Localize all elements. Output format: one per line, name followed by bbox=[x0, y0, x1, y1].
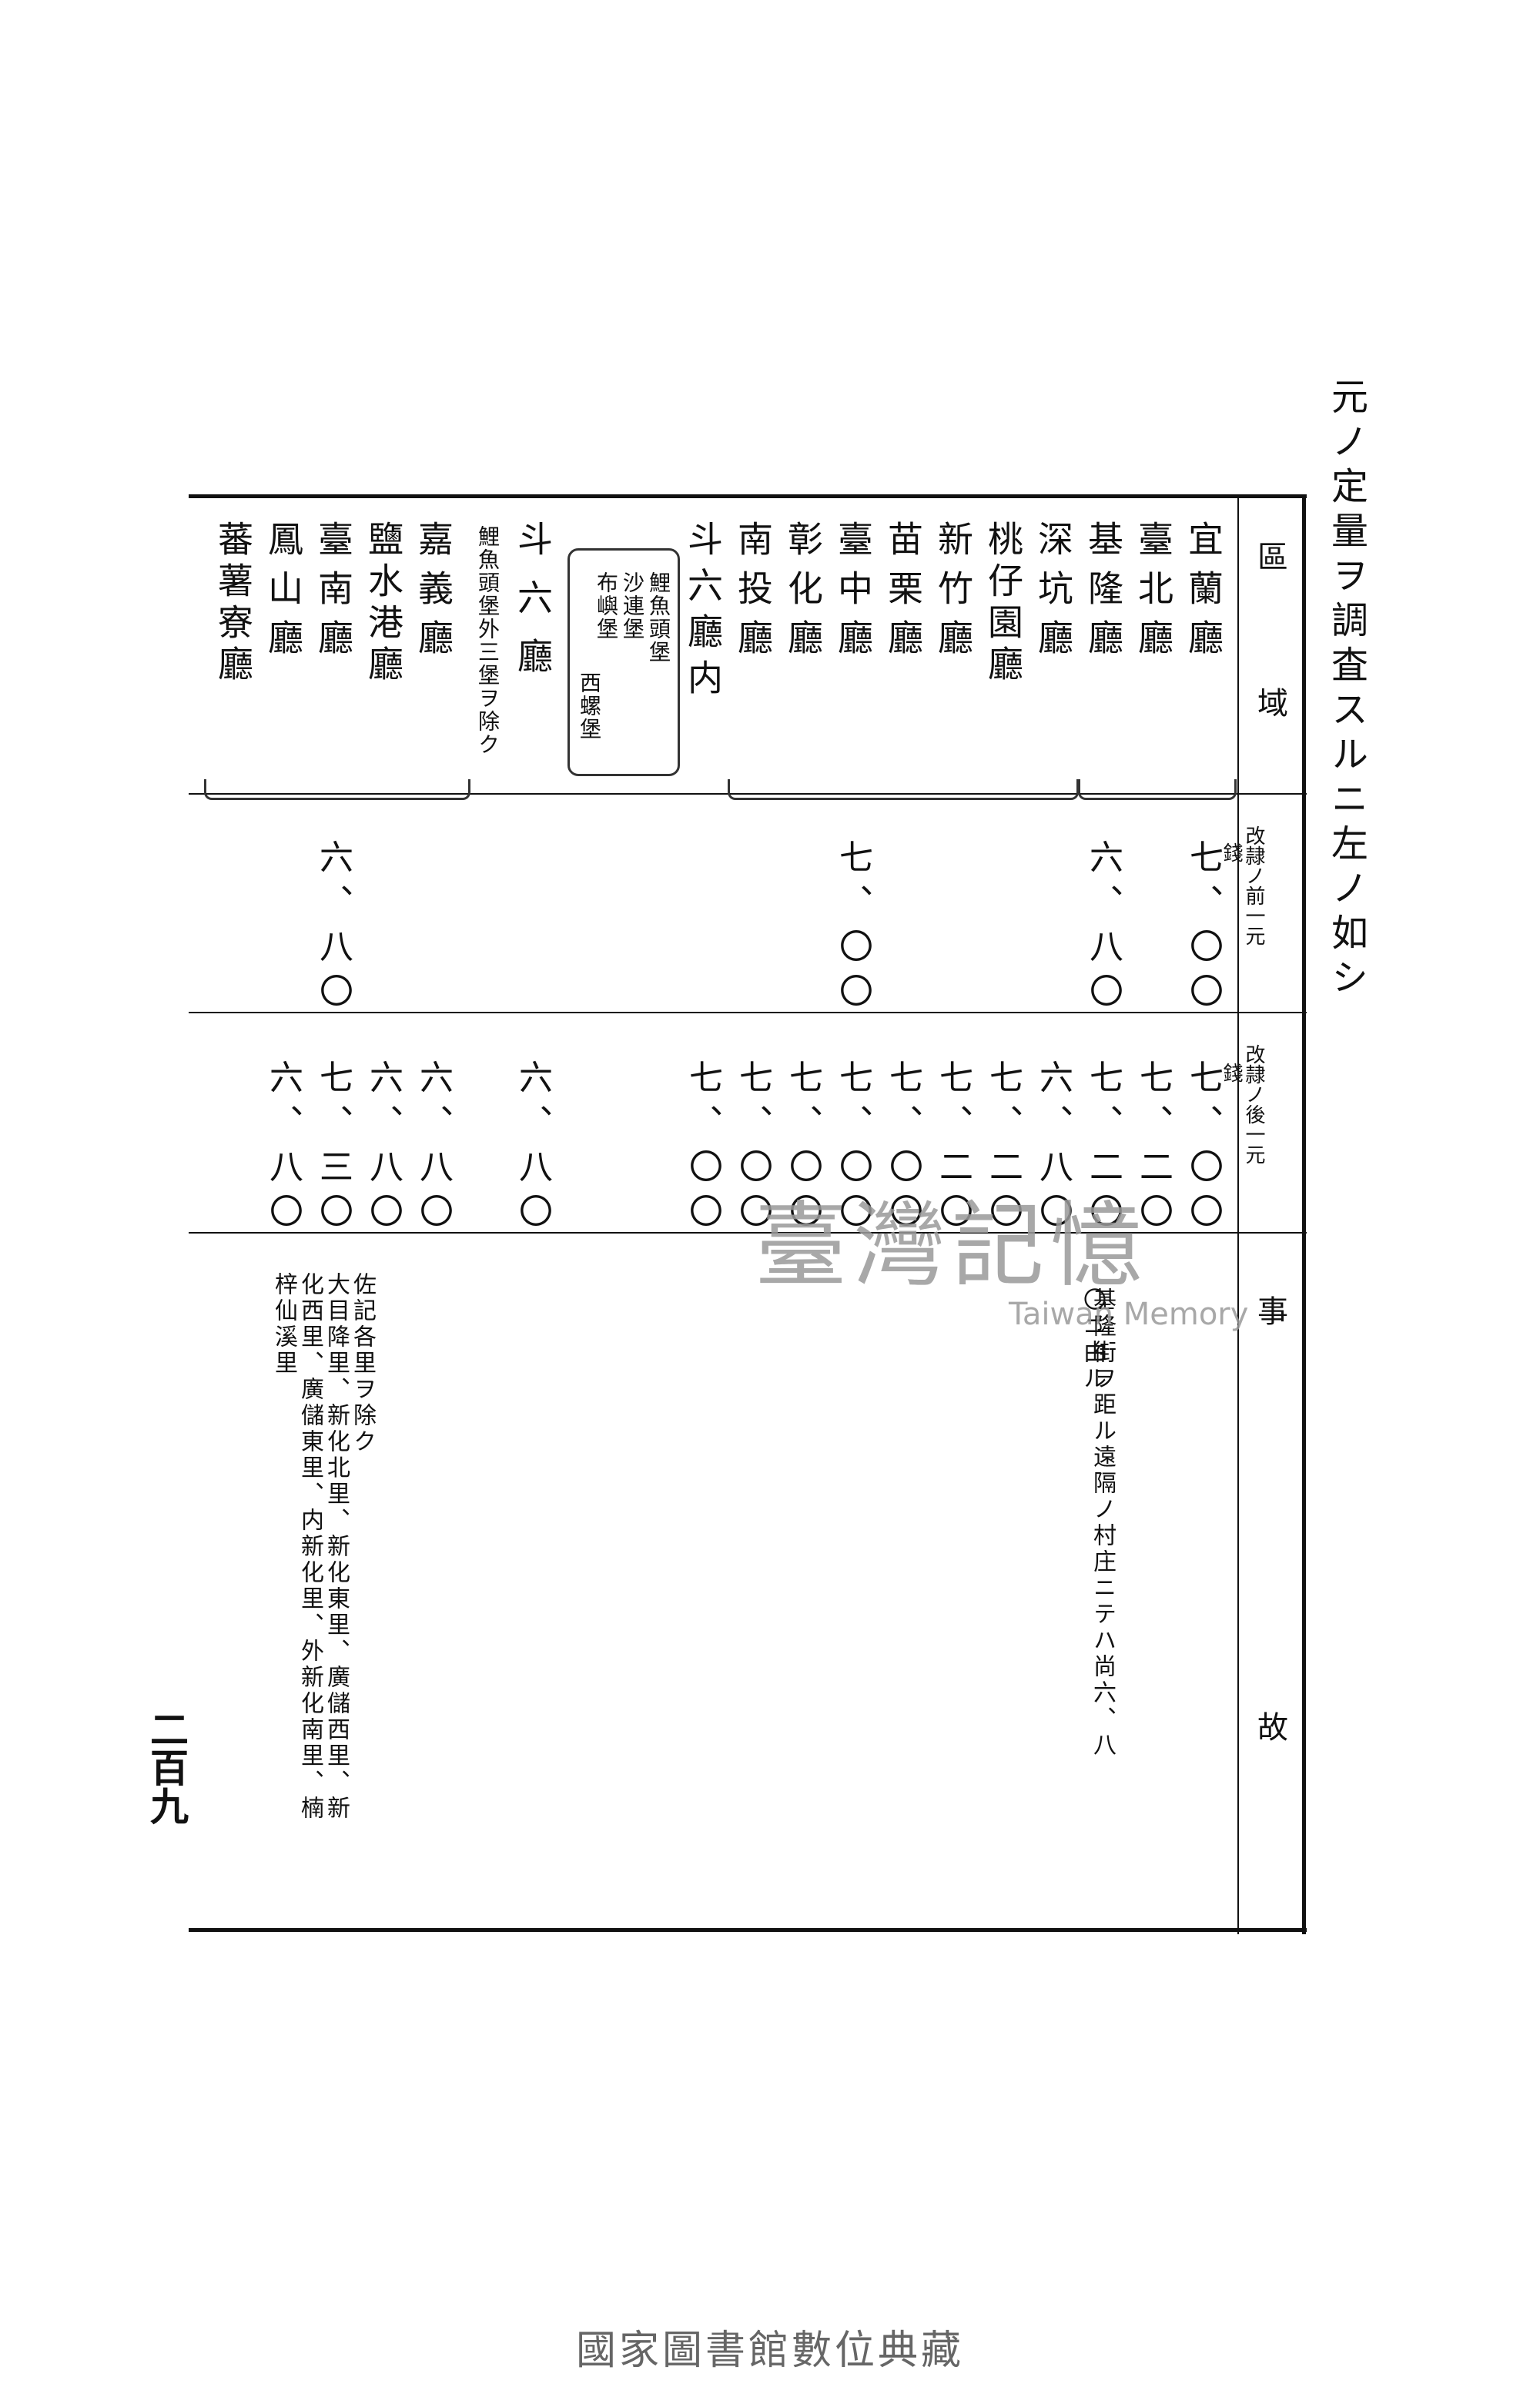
header-reason-text: 事故 bbox=[1252, 1295, 1287, 2127]
tainan-note-line3: 化西里、廣儲東里、内新化里、外新化南里、楠 bbox=[296, 1272, 323, 1822]
value-after: 六、八〇 bbox=[1033, 1060, 1073, 1238]
watermark: 臺灣記憶 Taiwan Memory bbox=[755, 1170, 1248, 1332]
region-name: 斗六廳内 bbox=[682, 521, 724, 705]
running-head: 元ノ定量ヲ調査スルニ左ノ如シ bbox=[1324, 377, 1368, 1003]
header-region: 區域 bbox=[1239, 494, 1302, 833]
table-bottom-rule bbox=[189, 1928, 1307, 1932]
value-after: 七、二〇 bbox=[933, 1060, 973, 1238]
header-before-text: 改隷ノ前一元 bbox=[1242, 825, 1265, 946]
value-after: 六、八〇 bbox=[413, 1060, 453, 1238]
region-name: 深坑廳 bbox=[1033, 521, 1074, 668]
region-name: 南投廳 bbox=[732, 521, 774, 668]
region-name: 斗六廳 bbox=[512, 521, 554, 696]
region-name: 彰化廳 bbox=[782, 521, 824, 668]
value-after: 七、〇〇 bbox=[783, 1060, 822, 1238]
value-after: 七、三〇 bbox=[313, 1060, 353, 1238]
keelung-note-line1: 基隆街ヲ距ル遠隔ノ村庄ニテハ尚六、八 bbox=[1089, 1287, 1116, 1759]
header-reason: 事故 bbox=[1239, 1234, 1302, 2127]
value-before: 六、八〇 bbox=[1083, 839, 1123, 1018]
header-column-rule bbox=[1237, 494, 1239, 1934]
value-after: 六、八〇 bbox=[363, 1060, 403, 1238]
tainan-note-line1: 佐記各里ヲ除ク bbox=[349, 1272, 376, 1455]
value-after: 七、〇〇 bbox=[733, 1060, 772, 1238]
value-after: 七、〇〇 bbox=[883, 1060, 922, 1238]
value-after: 七、〇〇 bbox=[1183, 1060, 1223, 1238]
value-before: 七、〇〇 bbox=[833, 839, 872, 1018]
tainan-note-line2: 大目降里、新化北里、新化東里、廣儲西里、新 bbox=[323, 1272, 350, 1822]
brace-south bbox=[204, 779, 470, 800]
bracket-four-bao bbox=[567, 548, 680, 776]
header-region-text: 區域 bbox=[1252, 541, 1287, 833]
region-name: 臺北廳 bbox=[1133, 521, 1174, 668]
region-name: 嘉義廳 bbox=[413, 521, 454, 668]
header-after: 改隷ノ後一元 bbox=[1239, 1013, 1302, 1232]
keelung-note-line2: 〇ニ由ル bbox=[1079, 1287, 1106, 1392]
subregion-xiluo: 西螺堡 bbox=[577, 671, 602, 741]
region-name: 蕃薯寮廳 bbox=[213, 521, 254, 687]
value-after: 七、〇〇 bbox=[833, 1060, 872, 1238]
brace-central bbox=[728, 779, 1079, 800]
before-unit-note: 錢 bbox=[1220, 842, 1243, 862]
region-name: 苗栗廳 bbox=[882, 521, 924, 668]
region-name: 桃仔園廳 bbox=[983, 521, 1024, 687]
value-before: 六、八〇 bbox=[313, 839, 353, 1018]
header-after-text: 改隷ノ後一元 bbox=[1242, 1044, 1265, 1164]
region-name: 臺中廳 bbox=[832, 521, 874, 668]
watermark-english: Taiwan Memory bbox=[1009, 1297, 1249, 1332]
after-unit-note: 錢 bbox=[1220, 1063, 1243, 1083]
value-after: 七、二〇 bbox=[1083, 1060, 1123, 1238]
subregion-liyutou: 鯉魚頭堡 bbox=[646, 571, 671, 664]
subregion-shalian: 沙連堡 bbox=[620, 571, 645, 641]
table-right-rule bbox=[1302, 494, 1306, 1934]
region-name: 新竹廳 bbox=[932, 521, 974, 668]
rule-after-region bbox=[189, 793, 1307, 795]
value-after: 六、八〇 bbox=[263, 1060, 303, 1238]
subregion-buyu: 布嶼堡 bbox=[594, 571, 619, 641]
table-frame: 區域 改隷ノ前一元 改隷ノ後一元 事故 宜蘭廳 錢 七、〇〇 錢 七、〇〇 臺北… bbox=[189, 494, 1307, 2127]
table-top-rule bbox=[189, 494, 1307, 498]
value-after: 七、〇〇 bbox=[683, 1060, 722, 1238]
watermark-chinese: 臺灣記憶 bbox=[755, 1193, 1149, 1300]
region-name: 宜蘭廳 bbox=[1183, 521, 1224, 668]
brace-north bbox=[1078, 779, 1237, 800]
header-before: 改隷ノ前一元 bbox=[1239, 795, 1302, 1012]
rule-after-before bbox=[189, 1012, 1307, 1013]
region-name: 鹽水港廳 bbox=[363, 521, 404, 687]
region-name: 鳳山廳 bbox=[263, 521, 304, 668]
value-before: 七、〇〇 bbox=[1183, 839, 1223, 1018]
footer-archive-label: 國家圖書館數位典藏 bbox=[575, 2328, 964, 2374]
region-name: 臺南廳 bbox=[313, 521, 354, 668]
douliu-exclusion: 鯉魚頭堡外三堡ヲ除ク bbox=[475, 525, 500, 756]
value-after: 七、二〇 bbox=[983, 1060, 1023, 1238]
rule-after-after bbox=[189, 1232, 1307, 1234]
page-number: 二百九 bbox=[144, 1709, 189, 1825]
tainan-note-line4: 梓仙溪里 bbox=[270, 1272, 297, 1377]
region-name: 基隆廳 bbox=[1083, 521, 1124, 668]
value-after: 七、二〇 bbox=[1133, 1060, 1173, 1238]
value-after: 六、八〇 bbox=[513, 1060, 552, 1238]
